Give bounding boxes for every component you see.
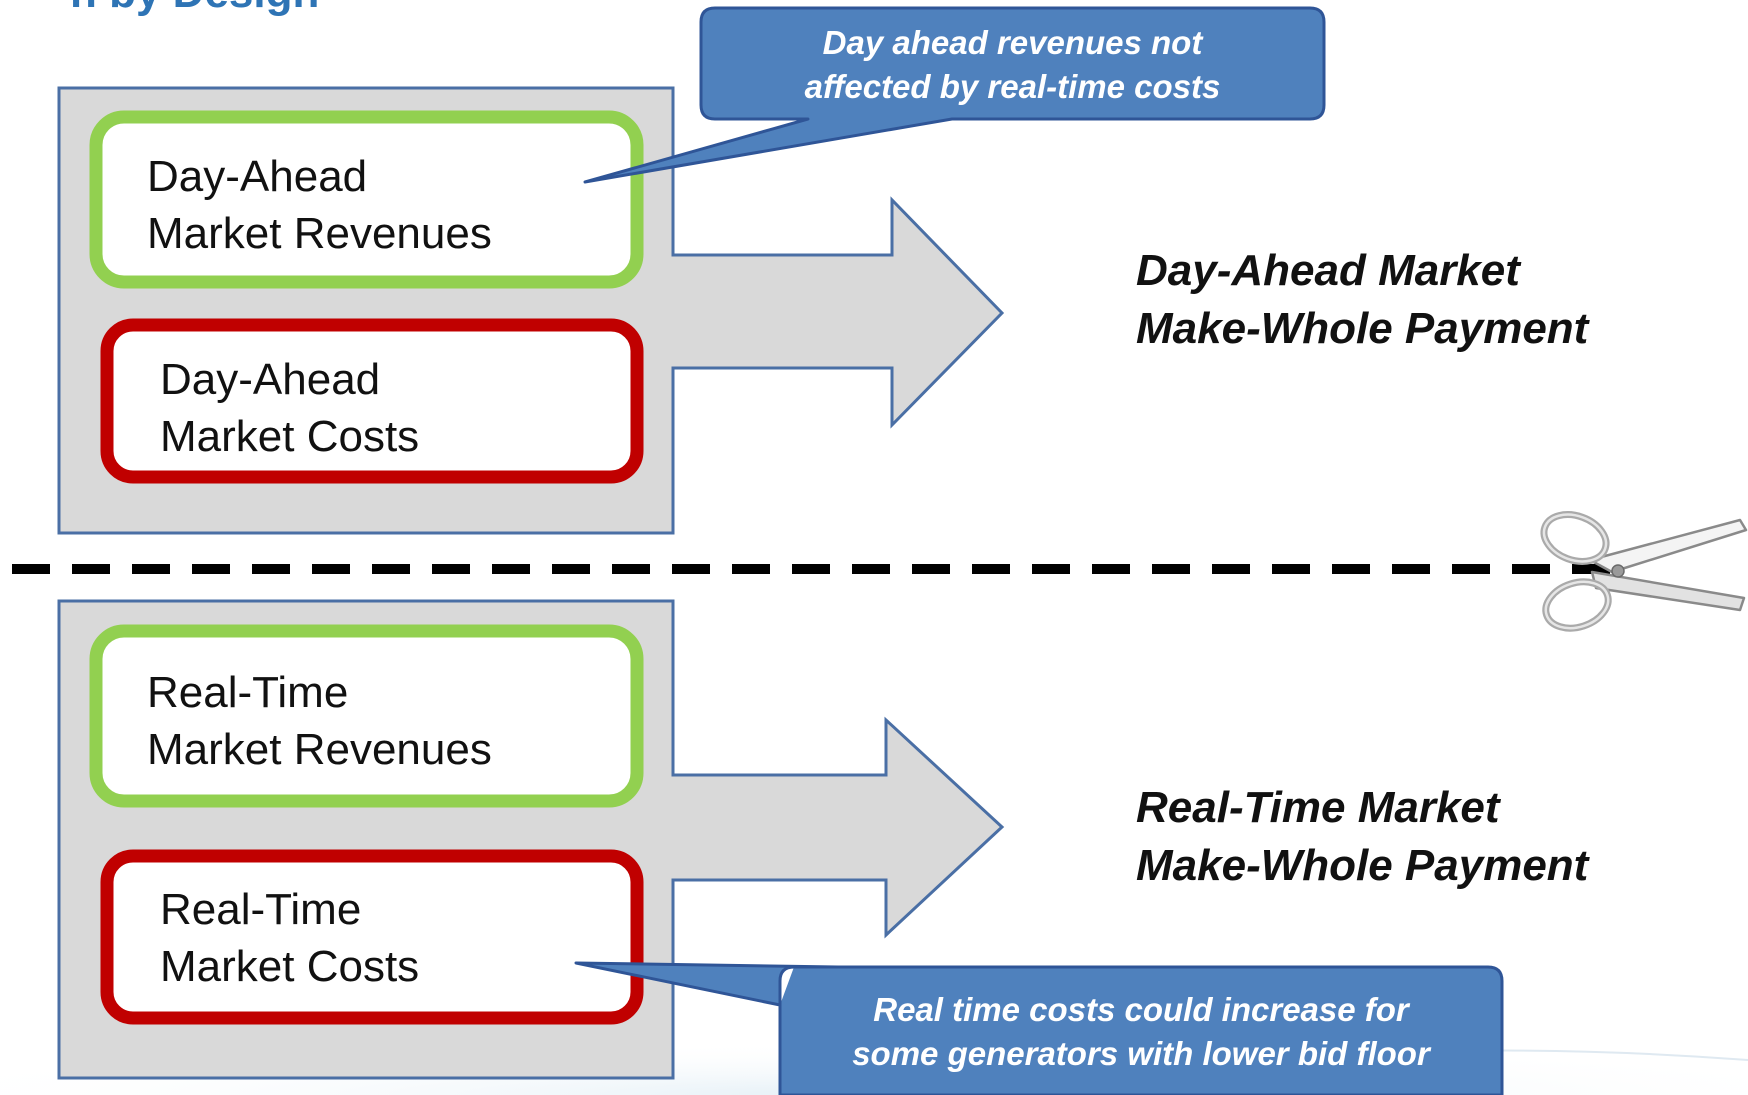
real-time-costs-line1: Real-Time [160, 885, 362, 934]
day-ahead-costs-line2: Market Costs [160, 412, 420, 461]
real-time-payment-label: Real-Time Market Make-Whole Payment [1136, 779, 1588, 895]
real-time-payment-line2: Make-Whole Payment [1136, 841, 1589, 890]
day-ahead-payment-line1: Day-Ahead Market [1136, 246, 1520, 295]
day-ahead-revenues-label: Day-Ahead Market Revenues [147, 148, 492, 262]
real-time-payment-line1: Real-Time Market [1136, 783, 1500, 832]
day-ahead-revenues-line1: Day-Ahead [147, 152, 368, 201]
day-ahead-callout-line2: affected by real-time costs [804, 68, 1221, 105]
scissors-icon [1540, 511, 1748, 632]
day-ahead-revenues-box [89, 110, 644, 289]
day-ahead-revenues-line2: Market Revenues [147, 209, 492, 258]
real-time-callout [574, 961, 1504, 1095]
real-time-revenues-label: Real-Time Market Revenues [147, 664, 492, 778]
page-title: n by Design [70, 0, 319, 18]
day-ahead-costs-label: Day-Ahead Market Costs [160, 351, 419, 465]
real-time-callout-text: Real time costs could increase for some … [780, 988, 1502, 1076]
real-time-costs-line2: Market Costs [160, 942, 420, 991]
day-ahead-payment-line2: Make-Whole Payment [1136, 304, 1589, 353]
day-ahead-costs-box [100, 318, 644, 484]
day-ahead-payment-label: Day-Ahead Market Make-Whole Payment [1136, 242, 1588, 358]
day-ahead-callout [583, 6, 1326, 184]
day-ahead-callout-line1: Day ahead revenues not [822, 24, 1203, 61]
day-ahead-costs-line1: Day-Ahead [160, 355, 381, 404]
real-time-callout-line2: some generators with lower bid floor [852, 1035, 1430, 1072]
real-time-costs-label: Real-Time Market Costs [160, 881, 419, 995]
real-time-revenues-box [89, 624, 644, 808]
real-time-costs-box [100, 849, 644, 1025]
day-ahead-callout-text: Day ahead revenues not affected by real-… [701, 21, 1324, 109]
real-time-revenues-line1: Real-Time [147, 668, 349, 717]
real-time-callout-line1: Real time costs could increase for [873, 991, 1409, 1028]
real-time-revenues-line2: Market Revenues [147, 725, 492, 774]
